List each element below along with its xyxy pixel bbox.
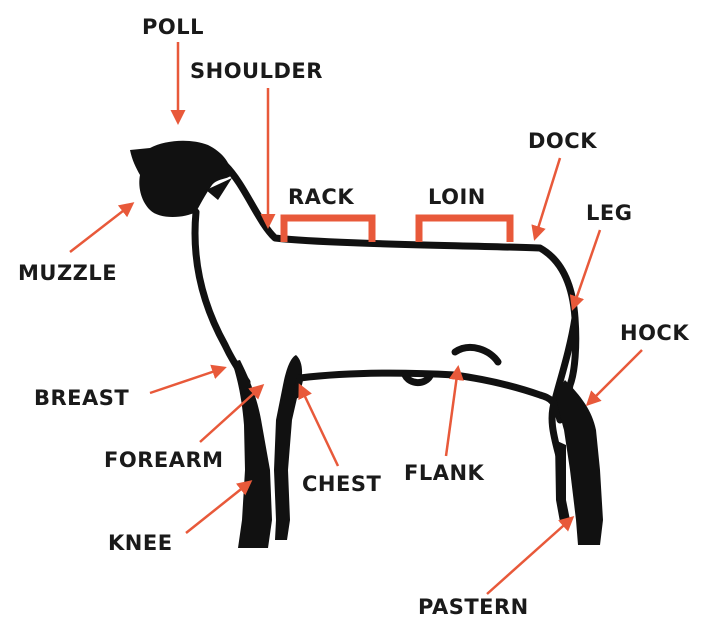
chest-arrow <box>300 386 338 466</box>
pastern-arrow <box>487 518 572 594</box>
label-rack: RACK <box>288 185 354 209</box>
loin-bracket <box>419 218 510 242</box>
label-dock: DOCK <box>528 129 597 153</box>
breast-arrow <box>150 368 224 393</box>
label-chest: CHEST <box>302 472 381 496</box>
lamb-front-leg-left <box>232 360 272 548</box>
arrows <box>70 42 642 594</box>
hock-arrow <box>588 350 642 404</box>
leg-arrow <box>573 230 600 308</box>
dock-arrow <box>535 158 560 238</box>
label-leg: LEG <box>586 201 632 225</box>
label-poll: POLL <box>142 15 204 39</box>
label-flank: FLANK <box>404 461 485 485</box>
label-knee: KNEE <box>108 531 173 555</box>
label-muzzle: MUZZLE <box>18 261 117 285</box>
label-hock: HOCK <box>620 321 689 345</box>
label-breast: BREAST <box>34 386 129 410</box>
flank-arrow <box>446 368 458 456</box>
label-pastern: PASTERN <box>418 595 529 619</box>
label-loin: LOIN <box>428 185 486 209</box>
lamb-head <box>130 141 232 217</box>
knee-arrow <box>186 482 250 533</box>
muzzle-arrow <box>70 204 132 252</box>
lamb-flank-bump <box>455 347 498 362</box>
label-forearm: FOREARM <box>104 448 224 472</box>
label-shoulder: SHOULDER <box>190 59 323 83</box>
